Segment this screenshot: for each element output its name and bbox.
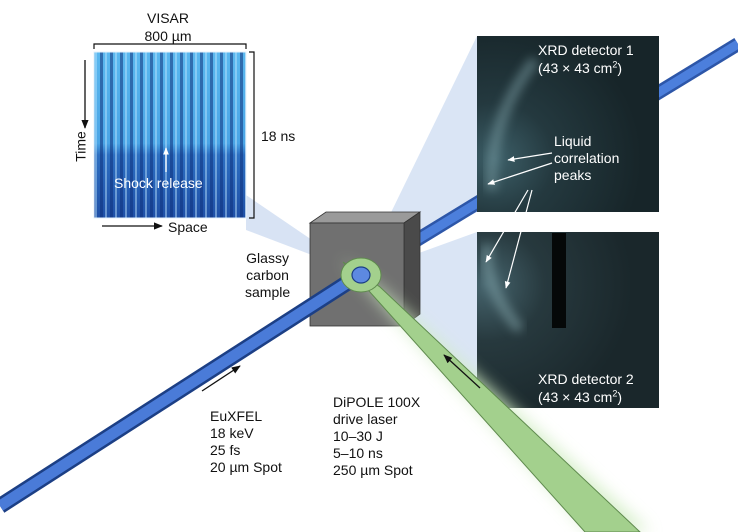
laser-label: DiPOLE 100X drive laser 10–30 J 5–10 ns … xyxy=(333,394,420,479)
sample-label-line: Glassy xyxy=(246,250,289,266)
size-exponent: 2 xyxy=(612,388,618,399)
size-text: (43 × 43 cm xyxy=(538,60,613,76)
laser-label-line: drive laser xyxy=(333,411,398,427)
laser-label-line: 250 µm Spot xyxy=(333,462,413,478)
shock-release-label: Shock release xyxy=(114,175,203,191)
peaks-label-line: correlation xyxy=(554,150,620,166)
visar-duration-label: 18 ns xyxy=(261,128,296,144)
euxfel-label: EuXFEL 18 keV 25 fs 20 µm Spot xyxy=(210,408,282,476)
laser-label-line: DiPOLE 100X xyxy=(333,394,421,410)
xray-beam-in-core xyxy=(0,269,364,511)
sample-cube-top xyxy=(308,211,422,224)
euxfel-label-line: 18 keV xyxy=(210,425,254,441)
euxfel-label-line: 20 µm Spot xyxy=(210,459,282,475)
laser-label-line: 10–30 J xyxy=(333,428,383,444)
laser-label-line: 5–10 ns xyxy=(333,445,383,461)
peaks-arrow-3 xyxy=(485,189,529,263)
euxfel-label-line: EuXFEL xyxy=(210,408,263,424)
sample-label-line: sample xyxy=(245,284,291,300)
size-exponent: 2 xyxy=(612,59,618,70)
xrd1-correlation-ring xyxy=(486,56,539,191)
xrd-detector-2-size: (43 × 43 cm2) xyxy=(538,389,622,406)
xrd2-beam-block xyxy=(552,233,566,328)
time-axis-label: Time xyxy=(72,131,89,162)
peaks-label-line: peaks xyxy=(554,167,592,183)
xrd-detector-1-name: XRD detector 1 xyxy=(538,42,634,58)
space-axis-label: Space xyxy=(168,219,208,235)
peaks-arrow-2 xyxy=(487,162,553,185)
visar-width-bracket xyxy=(93,43,247,49)
euxfel-label-line: 25 fs xyxy=(210,442,241,458)
visar-frame xyxy=(93,51,247,219)
peaks-label-line: Liquid xyxy=(554,133,592,149)
visar-title: VISAR xyxy=(146,10,189,26)
peaks-arrow-1 xyxy=(507,152,553,162)
peaks-arrow-4 xyxy=(504,189,533,289)
liquid-peaks-label: Liquid correlation peaks xyxy=(554,133,619,184)
size-text-end: ) xyxy=(617,389,623,405)
size-text-end: ) xyxy=(617,60,623,76)
sample-label-line: carbon xyxy=(246,267,289,283)
visar-fringes xyxy=(94,52,246,218)
xray-direction-arrow xyxy=(201,365,241,392)
xray-spot xyxy=(351,266,371,284)
xrd-detector-2-name: XRD detector 2 xyxy=(538,371,634,387)
xrd-detector-1-panel xyxy=(477,36,659,212)
sample-cube-side xyxy=(403,211,421,327)
visar-width-label: 800 µm xyxy=(144,28,192,44)
size-text: (43 × 43 cm xyxy=(538,389,613,405)
xrd2-correlation-ring xyxy=(482,244,524,334)
laser-direction-arrow xyxy=(443,354,481,389)
visar-duration-bracket xyxy=(249,51,255,219)
sample-label: Glassy carbon sample xyxy=(245,250,290,301)
xrd-detector-1-size: (43 × 43 cm2) xyxy=(538,60,622,77)
